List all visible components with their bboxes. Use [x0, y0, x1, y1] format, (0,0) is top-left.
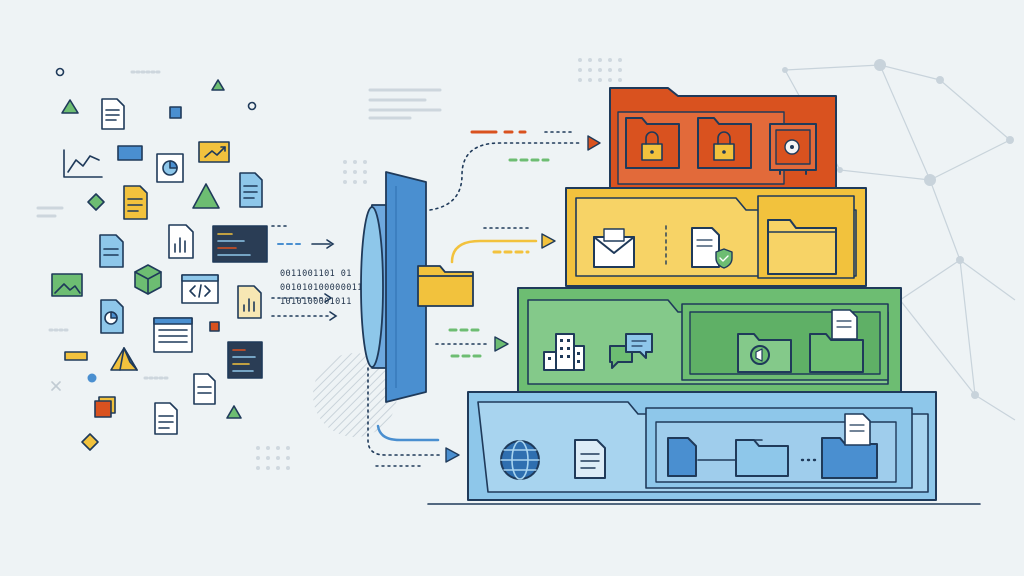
file-icon — [667, 437, 697, 477]
triangle-icon — [211, 79, 225, 91]
cube-icon — [134, 264, 162, 295]
stacked-squares-icon — [94, 396, 116, 418]
prism-icon — [110, 347, 138, 371]
folder-lock-icon — [625, 117, 680, 169]
classifier-funnel — [360, 171, 427, 403]
tier-storage-folder — [427, 391, 981, 505]
arrowhead — [587, 135, 601, 151]
binary-stream: 0011001101 01 00101010000001101 10101000… — [280, 269, 374, 307]
safe-icon — [769, 123, 817, 175]
code-window-icon — [212, 225, 268, 263]
arrowhead — [541, 233, 556, 249]
office-building-icon — [543, 333, 585, 371]
network-graph-decoration — [782, 59, 1016, 421]
folder-icon — [735, 439, 789, 477]
yellow-bar-icon — [64, 351, 88, 361]
small-circle-icon — [55, 67, 65, 77]
envelope-icon — [593, 228, 635, 268]
pie-chart-document-icon — [100, 299, 124, 334]
close-x-icon — [51, 381, 61, 391]
code-window-icon — [227, 341, 263, 379]
diamond-icon — [87, 193, 105, 211]
binary-line-1: 0011001101 01 — [280, 269, 352, 279]
placeholder-lines-decoration — [36, 70, 442, 380]
yellow-document-icon — [123, 185, 148, 220]
blue-card-icon — [117, 145, 143, 161]
shield-document-icon — [691, 227, 733, 269]
document-icon — [101, 98, 125, 130]
bar-chart-document-icon — [168, 224, 194, 259]
document-icon — [574, 439, 606, 479]
arrowhead — [445, 447, 460, 463]
ingest-arrows — [271, 225, 338, 321]
binary-line-2: 00101010000001101 — [280, 283, 374, 293]
trend-card-icon — [198, 141, 230, 163]
document-icon — [99, 234, 124, 268]
tier-security-folder — [609, 87, 837, 189]
diamond-icon — [81, 433, 99, 451]
routing-arrows — [367, 130, 601, 467]
folder-document-icon — [809, 309, 864, 373]
folder-icon — [767, 219, 837, 275]
line-chart-icon — [63, 149, 103, 178]
tier-communication-folder — [565, 187, 867, 287]
triangle-icon — [192, 183, 220, 209]
folder-megaphone-icon — [737, 333, 792, 373]
hatched-circle-decoration — [313, 353, 397, 437]
folder-icon — [417, 265, 474, 307]
tier-organization-folder — [517, 287, 902, 393]
folder-document-icon — [821, 413, 878, 479]
spreadsheet-window-icon — [153, 317, 193, 353]
code-brackets-icon — [181, 274, 219, 304]
dot-grid-decoration — [256, 58, 622, 470]
chat-bubbles-icon — [609, 333, 653, 369]
small-circle-icon — [247, 101, 257, 111]
pie-chart-document-icon — [156, 153, 184, 183]
square-icon — [169, 106, 182, 119]
small-circle-icon — [87, 373, 97, 383]
document-icon — [239, 172, 263, 208]
binary-line-3: 1010100001011 — [280, 297, 352, 307]
document-icon — [154, 402, 178, 435]
triangle-icon — [226, 405, 242, 419]
triangle-icon — [61, 99, 79, 114]
bar-chart-document-icon — [237, 285, 262, 319]
unstructured-data-icons — [51, 67, 268, 451]
arrowhead — [494, 336, 509, 352]
globe-icon — [500, 440, 540, 480]
image-icon — [51, 273, 83, 297]
folder-lock-icon — [697, 117, 752, 169]
square-icon — [209, 321, 220, 332]
document-icon — [193, 373, 216, 405]
